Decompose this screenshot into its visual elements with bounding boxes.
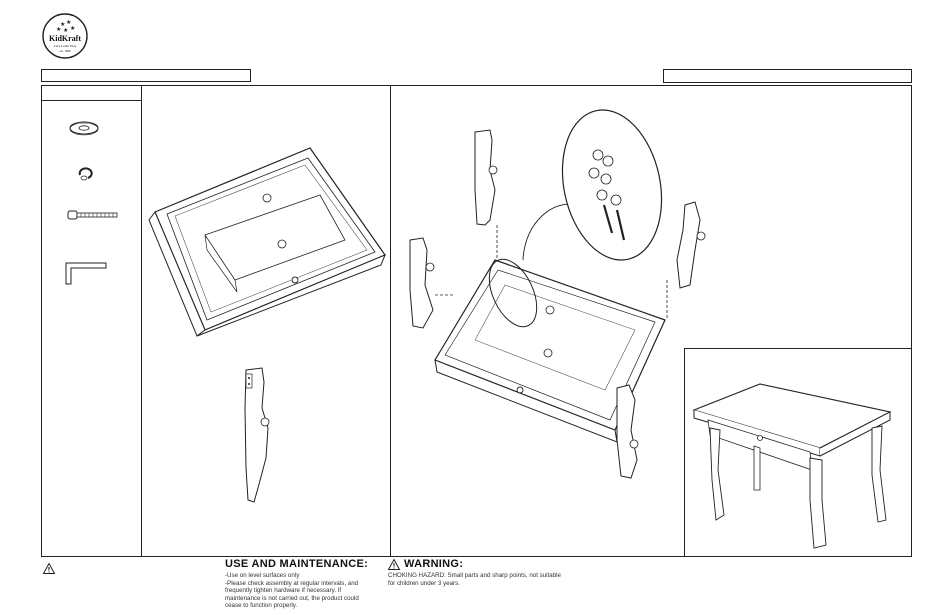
warning-icon-left [42, 561, 56, 579]
warning-section: WARNING: CHOKING HAZARD: Small parts and… [387, 557, 561, 587]
svg-text:★: ★ [63, 27, 68, 34]
warning-triangle-icon [42, 562, 56, 574]
step2-assembly-drawing [405, 100, 706, 485]
svg-text:★: ★ [60, 21, 65, 28]
logo-circle-graphic: ★ ★ ★ ★ ★ [42, 13, 88, 59]
allen-wrench-icon [65, 262, 107, 285]
kidkraft-logo: ★ ★ ★ ★ ★ KidKraft Let's Learn Play est.… [42, 13, 88, 59]
finished-table-drawing [690, 380, 900, 555]
svg-text:★: ★ [70, 25, 75, 32]
warning-title: WARNING: [404, 558, 464, 570]
lock-washer-icon [78, 167, 93, 181]
bolt-icon [67, 210, 118, 220]
divider-step [390, 85, 391, 557]
use-maintenance-section: USE AND MAINTENANCE: -Use on level surfa… [225, 558, 368, 610]
header-bar-right [663, 69, 912, 83]
parts-header-line [41, 100, 141, 101]
use-maintenance-line: maintenance is not carried out, the prod… [225, 594, 359, 602]
use-maintenance-line: -Please check assembly at regular interv… [225, 579, 359, 587]
divider-parts [141, 85, 142, 557]
magnified-detail [560, 105, 665, 270]
use-maintenance-title: USE AND MAINTENANCE: [225, 558, 369, 570]
logo-tagline: Let's Learn Play [53, 44, 77, 48]
main-frame [41, 85, 912, 557]
header-bar-left [41, 69, 251, 82]
svg-text:★: ★ [66, 19, 71, 26]
use-maintenance-line: -Use on level surfaces only [225, 572, 300, 579]
warning-line: for children under 3 years. [388, 579, 460, 587]
logo-brand: KidKraft [49, 34, 81, 43]
logo-established: est. 1968 [59, 49, 71, 53]
warning-line: CHOKING HAZARD: Small parts and sharp po… [388, 572, 561, 579]
use-maintenance-line: frequently tighten hardware if necessary… [225, 587, 342, 595]
warning-triangle-icon [387, 557, 401, 570]
washer-icon [69, 121, 99, 136]
step1-leg-drawing [236, 367, 276, 513]
use-maintenance-line: cease to function properly. [225, 602, 298, 610]
svg-text:★: ★ [56, 26, 61, 33]
step1-tabletop-drawing [145, 140, 390, 345]
parts-list [60, 115, 130, 290]
